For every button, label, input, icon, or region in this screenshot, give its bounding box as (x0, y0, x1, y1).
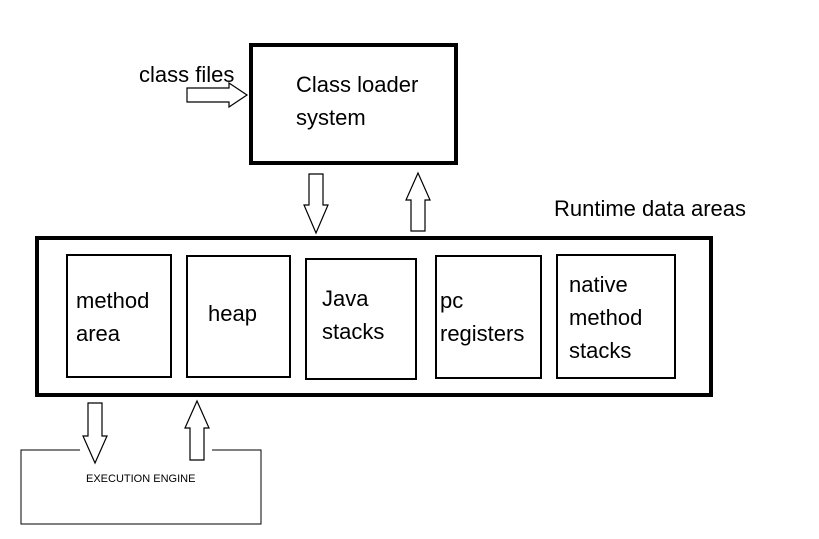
java-stacks-label: Java stacks (322, 286, 385, 344)
execution-engine-label: EXECUTION ENGINE (86, 473, 196, 485)
engine-to-runtime-arrow (184, 399, 210, 461)
method-area-box (66, 254, 172, 378)
java-stacks-box (305, 258, 417, 380)
runtime-to-loader-arrow (405, 171, 431, 232)
native-method-stacks-label: native method stacks (569, 272, 643, 363)
pc-registers-box (435, 255, 542, 379)
method-area-label: method area (76, 288, 150, 346)
heap-box (186, 255, 291, 378)
runtime-to-engine-arrow (82, 402, 108, 465)
class-files-arrow (186, 81, 249, 109)
heap-label: heap (208, 301, 257, 326)
class-loader-label: Class loader system (296, 72, 419, 130)
native-method-stacks-box (556, 254, 676, 379)
class-files-label: class files (139, 62, 235, 87)
pc-registers-label: pc registers (440, 288, 525, 346)
loader-to-runtime-arrow (303, 173, 329, 235)
execution-engine-box (20, 449, 262, 525)
runtime-data-areas-box (35, 236, 713, 397)
class-loader-box (249, 43, 458, 165)
runtime-data-areas-title: Runtime data areas (554, 196, 746, 221)
